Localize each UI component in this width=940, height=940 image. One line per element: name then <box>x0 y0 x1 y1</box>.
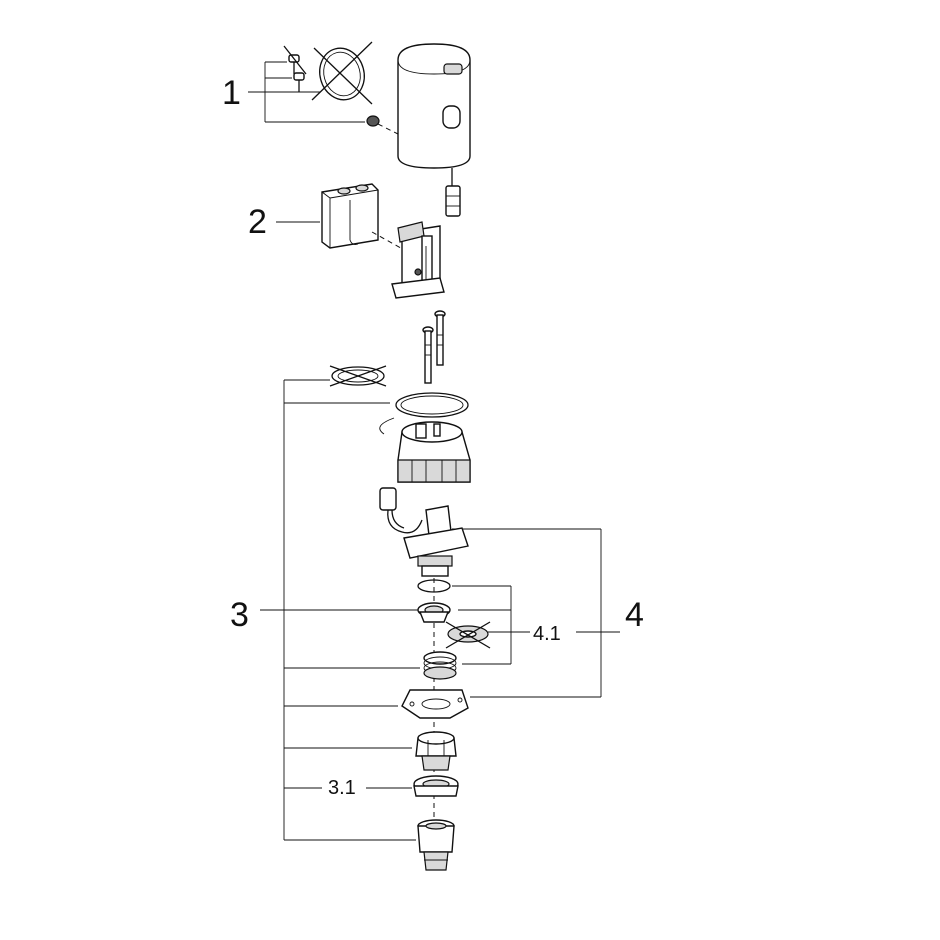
valve-housing-cap <box>397 421 471 483</box>
spring <box>423 651 457 680</box>
label-item-3: 3 <box>230 596 249 634</box>
screw-crossed <box>283 45 307 75</box>
o-ring-crossed <box>311 41 373 105</box>
diaphragm-seat <box>417 602 451 623</box>
o-ring <box>379 392 469 435</box>
label-item-1: 1 <box>222 74 241 112</box>
battery-block <box>321 183 409 253</box>
label-item-4: 4 <box>625 596 644 634</box>
sensor-housing <box>397 43 471 217</box>
small-o-ring <box>417 579 451 593</box>
solenoid-valve <box>379 487 469 577</box>
label-item-4-1: 4.1 <box>533 623 561 645</box>
seal-ring-crossed <box>329 365 387 387</box>
small-plug <box>366 115 399 135</box>
leader-lines-item-4 <box>452 528 620 698</box>
gasket-plate <box>401 689 469 719</box>
label-item-2: 2 <box>248 203 267 241</box>
label-item-3-1: 3.1 <box>328 777 356 799</box>
washer-ring <box>413 775 459 797</box>
screw <box>293 72 305 92</box>
mounting-bracket <box>391 221 445 299</box>
diaphragm-crossed <box>445 621 491 649</box>
hex-nut-fitting <box>415 731 457 771</box>
connection-nipple <box>417 819 455 871</box>
leader-lines-item-1 <box>248 61 365 123</box>
long-screws <box>422 310 446 384</box>
leader-lines-item-3 <box>260 379 420 841</box>
leader-lines-item-4-1 <box>452 585 530 665</box>
